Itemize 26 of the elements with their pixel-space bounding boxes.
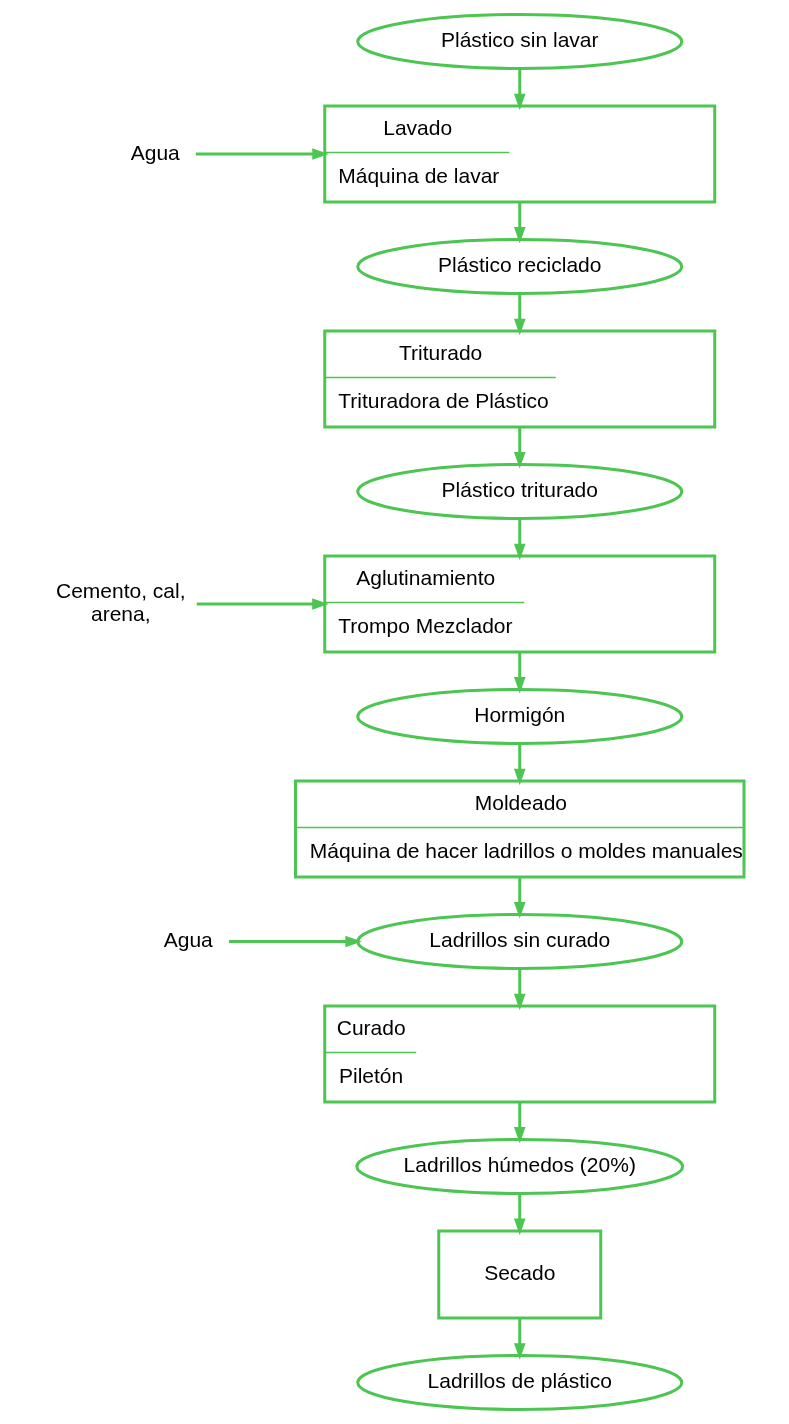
node-ellipse: Ladrillos húmedos (20%) <box>355 1138 685 1195</box>
node-text: Cemento, cal, arena, <box>55 579 186 625</box>
arrow <box>513 202 526 244</box>
node-box: Secado <box>437 1229 603 1320</box>
node-text: Agua <box>163 928 213 952</box>
arrow <box>229 935 362 948</box>
arrow <box>513 743 526 786</box>
arrow <box>513 652 526 694</box>
arrow <box>513 427 526 469</box>
node-text: Agua <box>130 140 180 164</box>
arrow <box>513 968 526 1011</box>
node-ellipse: Ladrillos de plástico <box>356 1354 684 1411</box>
arrow <box>513 68 526 111</box>
node-ellipse: Plástico triturado <box>356 463 684 520</box>
arrow <box>513 1193 526 1236</box>
node-ellipse: Ladrillos sin curado <box>356 913 684 970</box>
arrow <box>513 1318 526 1360</box>
arrow <box>513 518 526 561</box>
node-ellipse: Plástico reciclado <box>356 238 684 295</box>
node-ellipse: Hormigón <box>356 688 684 745</box>
arrow <box>513 877 526 919</box>
node-ellipse: Plástico sin lavar <box>356 13 684 70</box>
arrow <box>195 148 329 160</box>
arrow <box>513 1102 526 1144</box>
arrow <box>513 293 526 336</box>
arrow <box>196 598 329 610</box>
